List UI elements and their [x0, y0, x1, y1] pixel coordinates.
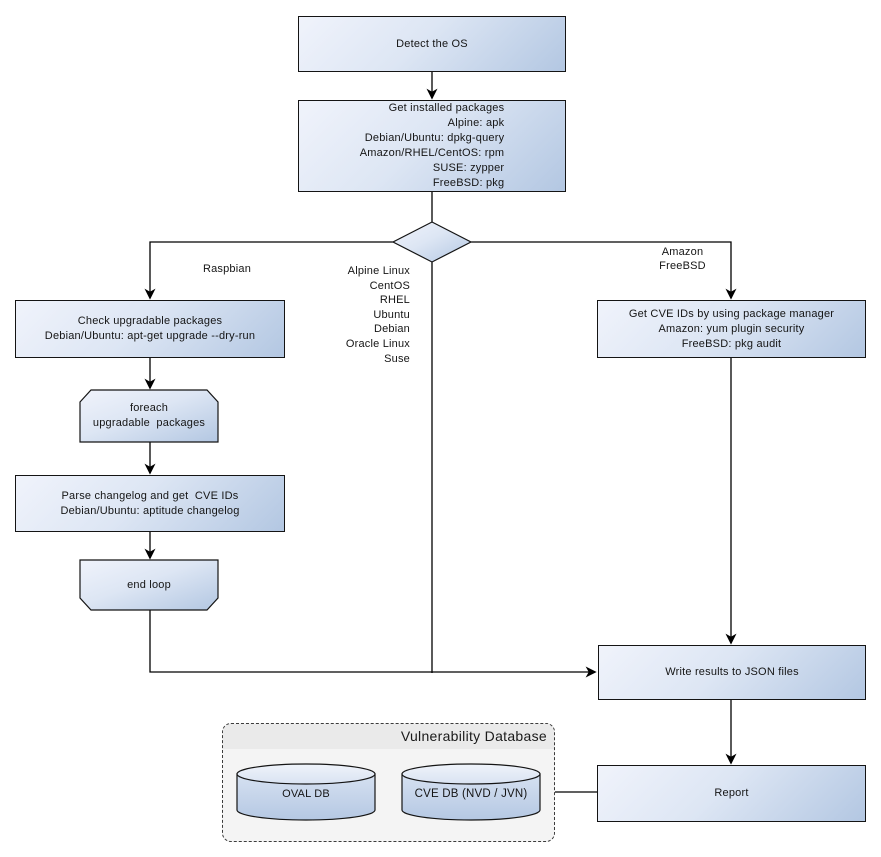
- node-get-cve-ids-package-manager-label: Get CVE IDs by using package manager Ama…: [628, 307, 835, 350]
- node-get-installed-packages: Get installed packages Alpine: apk Debia…: [298, 100, 566, 192]
- edge-label-amazon-freebsd: Amazon FreeBSD: [659, 246, 706, 272]
- edge-label-os-list: Alpine Linux CentOS RHEL Ubuntu Debian O…: [345, 265, 410, 365]
- edge-endloop-to-write-results: [149, 610, 597, 678]
- node-check-upgradable-packages-label: Check upgradable packages Debian/Ubuntu:…: [44, 315, 256, 342]
- edge-label-raspbian: Raspbian: [202, 263, 252, 275]
- cylinder-oval-db: [236, 763, 376, 821]
- node-parse-changelog: Parse changelog and get CVE IDs Debian/U…: [15, 475, 285, 532]
- node-parse-changelog-label: Parse changelog and get CVE IDs Debian/U…: [60, 489, 240, 517]
- node-get-installed-packages-label: Get installed packages Alpine: apk Debia…: [359, 102, 505, 189]
- node-detect-os-label: Detect the OS: [396, 37, 468, 50]
- decision-diamond: [391, 221, 473, 263]
- edge-diamond-to-get-cve: [471, 241, 737, 300]
- cylinder-cve-db: [401, 763, 541, 821]
- node-write-results-json-label: Write results to JSON files: [665, 666, 799, 678]
- vulnerability-database-title: Vulnerability Database: [223, 724, 554, 749]
- node-report: Report: [597, 765, 866, 822]
- node-write-results-json: Write results to JSON files: [598, 645, 866, 700]
- node-check-upgradable-packages: Check upgradable packages Debian/Ubuntu:…: [15, 300, 285, 358]
- node-get-cve-ids-package-manager: Get CVE IDs by using package manager Ama…: [597, 300, 866, 358]
- foreach-loop-shape: [79, 389, 219, 443]
- node-detect-os: Detect the OS: [298, 16, 566, 72]
- end-loop-shape: [79, 559, 219, 611]
- edge-diamond-to-check-upgradable: [144, 241, 393, 300]
- node-report-label: Report: [714, 787, 749, 799]
